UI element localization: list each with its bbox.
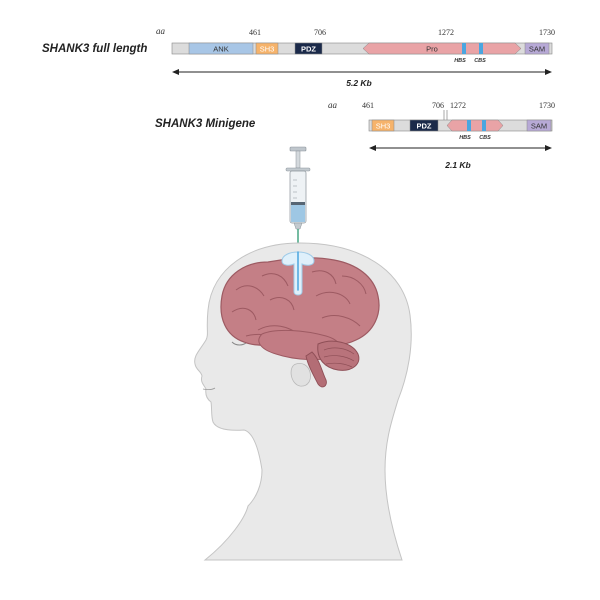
full-pos-1272: 1272 [438,28,454,37]
syringe-icon [285,146,311,250]
full-hbs-label: HBS [454,58,466,64]
mini-hbs-marker [467,120,471,131]
full-ank-label: ANK [213,45,228,54]
mini-pos-1730: 1730 [539,101,555,110]
brain-illustration [220,257,380,388]
mini-length-label: 2.1 Kb [444,160,471,170]
mini-pos-706: 706 [432,101,444,110]
full-sam-label: SAM [529,45,545,54]
full-hbs-marker [462,43,466,54]
full-pdz-label: PDZ [301,45,316,54]
full-length-label: 5.2 Kb [346,78,372,88]
mini-title: SHANK3 Minigene [155,118,256,130]
mini-sam-label: SAM [531,122,547,131]
full-aa-label: aa [156,26,166,36]
cerebellum-lines [323,347,355,368]
minigene-construct: aa 461 706 1272 1730 SHANK3 Minigene SH3… [155,100,555,170]
mini-cbs-label: CBS [479,135,491,141]
mouth-line [202,387,216,391]
full-pdz-domain [294,42,323,55]
mini-aa-label: aa [328,100,338,110]
full-arrow-left-head [172,69,179,75]
mini-pro-remnant [446,119,504,132]
ventricle-injection-target [281,251,315,296]
mini-cbs-marker [482,120,486,131]
mini-pdz-label: PDZ [417,122,432,131]
mini-arrow-left-head [369,145,376,151]
full-length-construct: aa 461 706 1272 1730 SHANK3 full length … [42,26,555,88]
mini-sam-domain [526,119,552,132]
full-arrow-right-head [545,69,552,75]
mini-pdz-domain [409,119,439,132]
mini-sh3-label: SH3 [376,122,391,131]
mini-pos-1272: 1272 [450,101,466,110]
full-cbs-marker [479,43,483,54]
full-pro-domain [362,42,522,55]
full-sh3-domain [255,42,279,55]
full-sam-domain [524,42,550,55]
mini-hbs-label: HBS [459,135,471,141]
full-cbs-label: CBS [474,58,486,64]
full-ank-domain [188,42,254,55]
full-backbone [171,42,553,55]
full-pro-label: Pro [426,45,438,54]
mini-arrow-right-head [545,145,552,151]
brainstem [305,351,327,388]
full-pos-461: 461 [249,28,261,37]
full-sh3-label: SH3 [260,45,275,54]
mini-pos-461: 461 [362,101,374,110]
full-title: SHANK3 full length [42,43,147,55]
mini-sh3-domain [371,119,395,132]
full-pos-706: 706 [314,28,326,37]
full-pos-1730: 1730 [539,28,555,37]
ear-shape [290,363,311,387]
